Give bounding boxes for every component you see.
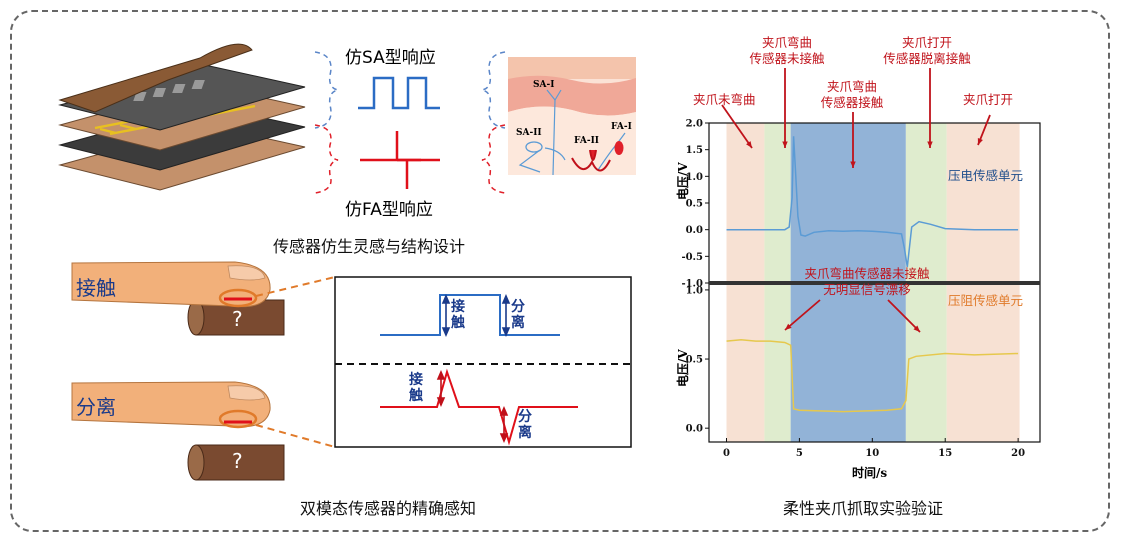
- contact-question-mark: ?: [232, 307, 243, 331]
- separate-question-mark: ?: [232, 449, 243, 473]
- phase-band-0-4: [946, 123, 1020, 283]
- skin-sa1-label: SA-I: [533, 80, 555, 90]
- annotation-arrow-0: [721, 104, 753, 149]
- zoom-connector-bottom: [255, 424, 336, 448]
- fa-waveform: [360, 131, 440, 189]
- xtick-label: 10: [865, 448, 879, 459]
- ytick-label: 1.0: [686, 172, 703, 183]
- annotation-open-release: 夹爪打开传感器脱离接触: [883, 35, 971, 66]
- ytick-label: 1.0: [686, 285, 703, 296]
- ytick-label: -1.0: [681, 279, 703, 290]
- fa-contact-label: 接触: [409, 372, 423, 404]
- phase-band-0-1: [764, 123, 791, 283]
- separate-finger-illustration: [71, 381, 285, 481]
- bottom-left-caption: 双模态传感器的精确感知: [300, 499, 477, 518]
- sa-signal-line: [380, 294, 560, 336]
- phase-band-1-3: [905, 283, 947, 442]
- fa-signal-arrows: [436, 369, 509, 444]
- skin-fa2-label: FA-II: [574, 136, 600, 146]
- sa-separate-label: 分离: [511, 299, 525, 331]
- ytick-label: 1.5: [686, 145, 703, 156]
- annotation-open: 夹爪打开: [963, 92, 1014, 107]
- zoom-connector-top: [255, 276, 336, 297]
- sensor-stack-illustration: [58, 43, 306, 191]
- ytick-label: 0.5: [686, 355, 703, 366]
- sa-contact-label: 接触: [451, 299, 465, 331]
- fa-response-label: 仿FA型响应: [345, 200, 433, 220]
- annotation-arrowhead-3: [927, 141, 933, 148]
- xtick-label: 15: [938, 448, 952, 459]
- skin-sa2-label: SA-II: [516, 128, 542, 138]
- annotation-contact: 夹爪弯曲传感器接触: [820, 79, 884, 110]
- phase-band-0-0: [726, 123, 765, 283]
- xlabel: 时间/s: [852, 466, 888, 480]
- ytick-label: -0.5: [681, 252, 703, 263]
- annotation-arrowhead-1: [782, 141, 788, 148]
- series-line-0: [726, 136, 1019, 268]
- ylabel-bottom: 电压/V: [676, 349, 690, 387]
- contact-finger-illustration: [71, 261, 285, 336]
- sa-brace: [314, 51, 506, 129]
- phase-band-1-2: [790, 283, 906, 442]
- fa-separate-label: 分离: [518, 409, 532, 441]
- ytick-label: 2.0: [686, 119, 703, 130]
- annotation-arrowhead-4: [977, 138, 983, 145]
- annotation-drift: 夹爪弯曲传感器未接触无明显信号漂移: [804, 266, 930, 297]
- separate-finger-label: 分离: [76, 395, 116, 419]
- series-line-1: [726, 338, 1019, 413]
- signal-box: [334, 276, 632, 448]
- ylabel-top: 电压/V: [676, 162, 690, 200]
- phase-band-1-1: [764, 283, 791, 442]
- sa-waveform: [358, 76, 440, 110]
- ytick-label: 0.5: [686, 199, 703, 210]
- annotation-arrow-5: [784, 299, 821, 331]
- annotation-arrow-6: [887, 299, 921, 333]
- skin-fa1-label: FA-I: [611, 122, 632, 132]
- annotation-arrowhead-6: [913, 325, 920, 332]
- annotation-bending: 夹爪弯曲传感器未接触: [749, 35, 825, 66]
- skin-illustration: [508, 57, 636, 176]
- fa-brace: [314, 124, 506, 194]
- sa-signal-arrows: [441, 293, 511, 338]
- right-caption: 柔性夹爪抓取实验验证: [783, 499, 944, 518]
- resist-series-label: 压阻传感单元: [948, 293, 1024, 308]
- xtick-label: 20: [1011, 448, 1025, 459]
- phase-band-0-2: [790, 123, 906, 283]
- annotation-not-bent: 夹爪未弯曲: [693, 92, 756, 107]
- xtick-label: 0: [723, 448, 730, 459]
- annotation-arrowhead-0: [746, 141, 752, 148]
- annotation-arrowhead-5: [785, 323, 792, 330]
- sa-response-label: 仿SA型响应: [345, 48, 436, 68]
- xtick-label: 5: [796, 448, 803, 459]
- top-left-caption: 传感器仿生灵感与结构设计: [273, 237, 466, 256]
- phase-band-0-3: [905, 123, 947, 283]
- phase-band-1-4: [946, 283, 1020, 442]
- annotation-arrowhead-2: [850, 161, 856, 168]
- ytick-label: 0.0: [686, 225, 703, 236]
- ytick-label: 0.0: [686, 424, 703, 435]
- contact-finger-label: 接触: [76, 276, 116, 300]
- dashed-border: [10, 10, 1110, 532]
- piezo-series-label: 压电传感单元: [948, 168, 1024, 183]
- phase-band-1-0: [726, 283, 765, 442]
